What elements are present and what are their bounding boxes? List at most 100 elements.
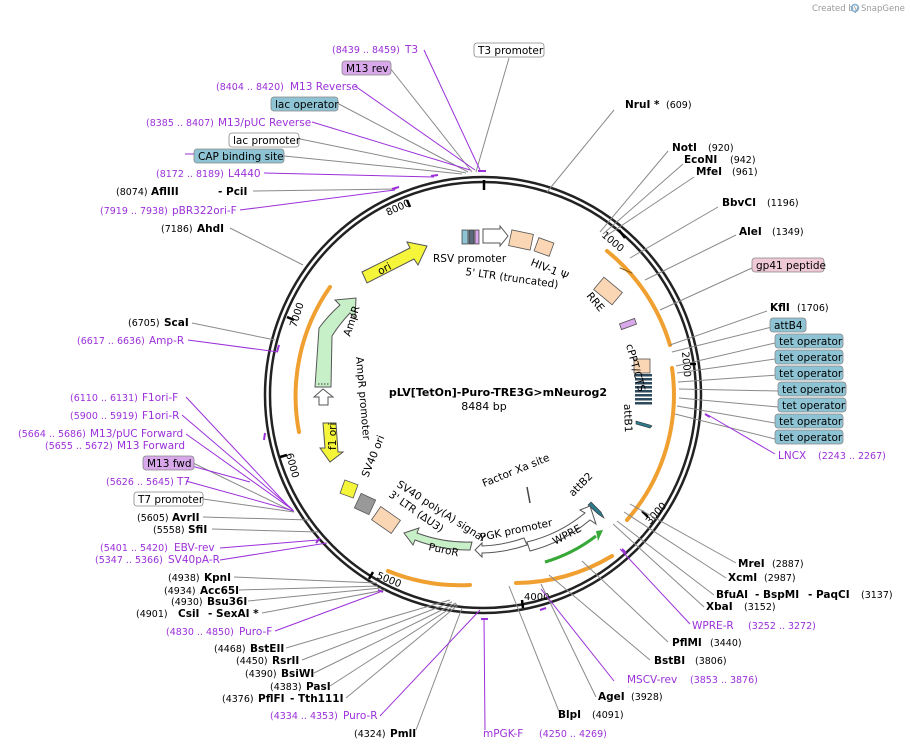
left-connectors (191, 57, 510, 731)
box-attb4: attB4 (774, 320, 803, 332)
factor-xa-tick (526, 486, 531, 504)
plasmid-length: 8484 bp (461, 400, 506, 413)
enzyme-pcii: - PciI (218, 186, 247, 198)
primer-t3-pos: (8439 .. 8459) (332, 45, 400, 56)
enzyme-pmli: PmlI (390, 728, 416, 740)
enzyme-bfuai-pos: (3137) (861, 590, 893, 601)
ori-arrow (361, 241, 428, 284)
box-tet-operator-7: tet operator (779, 432, 843, 444)
tick-label-4000: 4000 (524, 592, 549, 603)
enzyme-xbai-pos: (3152) (744, 602, 776, 613)
enzyme-ahdi-pos: (7186) (161, 224, 193, 235)
label-ori: ori (376, 261, 394, 278)
enzyme-paqci: - PaqCI (808, 589, 850, 601)
enzyme-pmli-pos: (4324) (354, 729, 386, 740)
right-connectors (508, 109, 779, 715)
pgk-arrow (474, 537, 528, 559)
primer-m13-puc-reverse-pos: (8385 .. 8407) (146, 118, 214, 129)
enzyme-mfei: MfeI (696, 166, 722, 178)
box-tet-operator-2: tet operator (779, 352, 843, 364)
box-m13-fwd: M13 fwd (147, 458, 192, 470)
enzyme-afliii-pos: (8074) (116, 187, 148, 198)
box-lac-promoter: lac promoter (233, 135, 301, 147)
box-tet-operator-1: tet operator (779, 336, 843, 348)
primer-l4440: L4440 (228, 168, 261, 180)
enzyme-xcmi: XcmI (728, 572, 757, 584)
tet-operator-stack (635, 374, 652, 405)
primer-f1ori-f-pos: (6110 .. 6131) (70, 393, 138, 404)
primer-pbr322ori-f-pos: (7919 .. 7938) (100, 206, 168, 217)
label-attb2: attB2 (567, 470, 596, 499)
enzyme-alei-pos: (1349) (772, 227, 804, 238)
enzyme-bstbi-pos: (3806) (695, 656, 727, 667)
enzyme-bbvci-pos: (1196) (767, 198, 799, 209)
enzyme-scai-pos: (6705) (128, 318, 160, 329)
enzyme-blpi-pos: (4091) (592, 710, 624, 721)
enzyme-pflmi: PflMI (672, 637, 702, 649)
primer-ebv-rev: EBV-rev (174, 542, 215, 554)
enzyme-bsu36i-pos: (4930) (171, 597, 203, 608)
enzyme-mrei-pos: (2887) (772, 559, 804, 570)
created-by-text: Created by (812, 4, 859, 14)
enzyme-bspmi: - BspMI (755, 589, 799, 601)
enzyme-agei-pos: (3928) (631, 692, 663, 703)
primer-lncx: LNCX (778, 450, 806, 462)
enzyme-blpi: BlpI (558, 709, 581, 721)
arc-tre (625, 366, 676, 522)
primer-f1ori-f: F1ori-F (142, 392, 178, 404)
sv40-polya-box (371, 506, 401, 534)
enzyme-pasi-pos: (4383) (270, 682, 302, 693)
snapgene-logo-icon (850, 3, 860, 13)
box-cap-binding-site: CAP binding site (198, 151, 284, 163)
primer-sv40pa-r: SV40pA-R (168, 554, 220, 566)
orange-arcs (293, 249, 676, 588)
tick-label-7000: 7000 (288, 301, 306, 329)
enzyme-avrii: AvrII (172, 512, 200, 524)
enzyme-econi-pos: (942) (730, 155, 756, 166)
attb1-arrow (635, 420, 653, 429)
enzyme-pflfi-pos: (4376) (222, 694, 254, 705)
enzyme-alei: AleI (739, 226, 762, 238)
tick-label-8000: 8000 (385, 198, 413, 219)
primer-amp-r: Amp-R (149, 335, 184, 347)
enzyme-avrii-pos: (5605) (137, 513, 169, 524)
box-m13-rev: M13 rev (346, 63, 389, 75)
primer-m13-reverse-pos: (8404 .. 8420) (216, 82, 284, 93)
primer-mpgk-f: mPGK-F (483, 728, 523, 740)
enzyme-xbai: XbaI (706, 601, 733, 613)
enzyme-csii-pos: (4901) (136, 609, 168, 620)
enzyme-econi: EcoNI (684, 154, 717, 166)
enzyme-tth111i: - Tth111I (290, 693, 344, 705)
enzyme-mfei-pos: (961) (732, 167, 758, 178)
f1-ori-arrow (319, 422, 345, 463)
enzyme-sexai: - SexAI * (208, 608, 259, 620)
left-feature-boxes: T3 promoter M13 rev lac operator lac pro… (133, 42, 545, 507)
enzyme-rsrii-pos: (4450) (236, 656, 268, 667)
puror-arrow (403, 527, 473, 551)
enzyme-pflmi-pos: (3440) (710, 638, 742, 649)
box-lac-operator: lac operator (275, 99, 339, 111)
wpre-arrow (526, 505, 597, 552)
label-factor-xa: Factor Xa site (481, 452, 552, 490)
enzyme-noti: NotI (672, 142, 697, 154)
primer-t7: T7 (176, 476, 190, 488)
primer-mscv-rev-pos: (3853 .. 3876) (690, 675, 758, 686)
enzyme-pasi: PasI (306, 681, 331, 693)
primer-amp-r-pos: (6617 .. 6636) (77, 336, 145, 347)
enzyme-sfii: SfiI (188, 524, 207, 536)
arc-lentiviral (605, 249, 672, 347)
primer-m13-forward: M13 Forward (117, 440, 185, 452)
primer-puro-f-pos: (4830 .. 4850) (166, 627, 234, 638)
right-primer-connectors (483, 414, 776, 731)
gp41-box (618, 317, 638, 331)
enzyme-bsiwi: BsiWI (281, 668, 314, 680)
sv40-ori-box (339, 479, 359, 499)
primer-sv40pa-r-pos: (5347 .. 5366) (95, 555, 163, 566)
enzyme-scai: ScaI (164, 317, 189, 329)
primer-lncx-pos: (2243 .. 2267) (818, 451, 886, 462)
label-attb1: attB1 (621, 404, 634, 433)
box-t3-promoter: T3 promoter (477, 45, 544, 57)
primer-m13-puc-reverse: M13/pUC Reverse (218, 117, 311, 129)
primer-pbr322ori-f: pBR322ori-F (172, 205, 237, 217)
